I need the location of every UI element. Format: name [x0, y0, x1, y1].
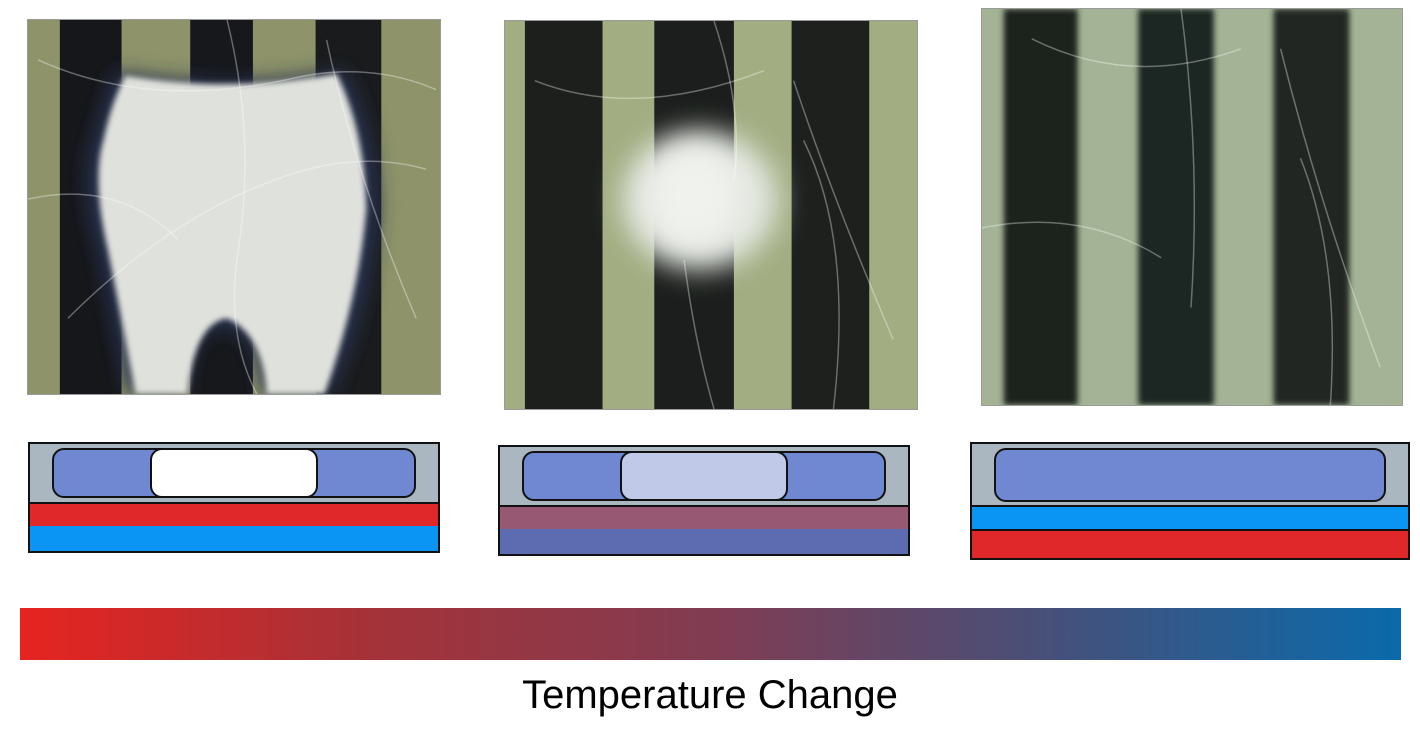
caption: Temperature Change	[522, 673, 898, 717]
pad-layer	[994, 448, 1386, 502]
opaque-region-large	[150, 448, 318, 498]
schematic-mixed	[498, 445, 910, 556]
photo-large-opaque-image	[28, 20, 440, 394]
hot-layer	[972, 531, 1408, 558]
photo-small-opaque-image	[505, 21, 917, 409]
hot-layer	[30, 502, 438, 528]
photo-large-opaque	[27, 19, 441, 395]
photo-transparent-image	[982, 9, 1402, 405]
opaque-region-small	[620, 451, 788, 501]
cold-layer	[972, 505, 1408, 531]
schematic-cold-top	[970, 442, 1410, 560]
cold-layer	[30, 526, 438, 551]
warm-mixed-layer	[500, 505, 908, 531]
photo-small-opaque	[504, 20, 918, 410]
cool-mixed-layer	[500, 529, 908, 554]
photo-transparent	[981, 8, 1403, 406]
schematic-hot-top	[28, 442, 440, 553]
temperature-gradient-bar	[20, 608, 1401, 660]
